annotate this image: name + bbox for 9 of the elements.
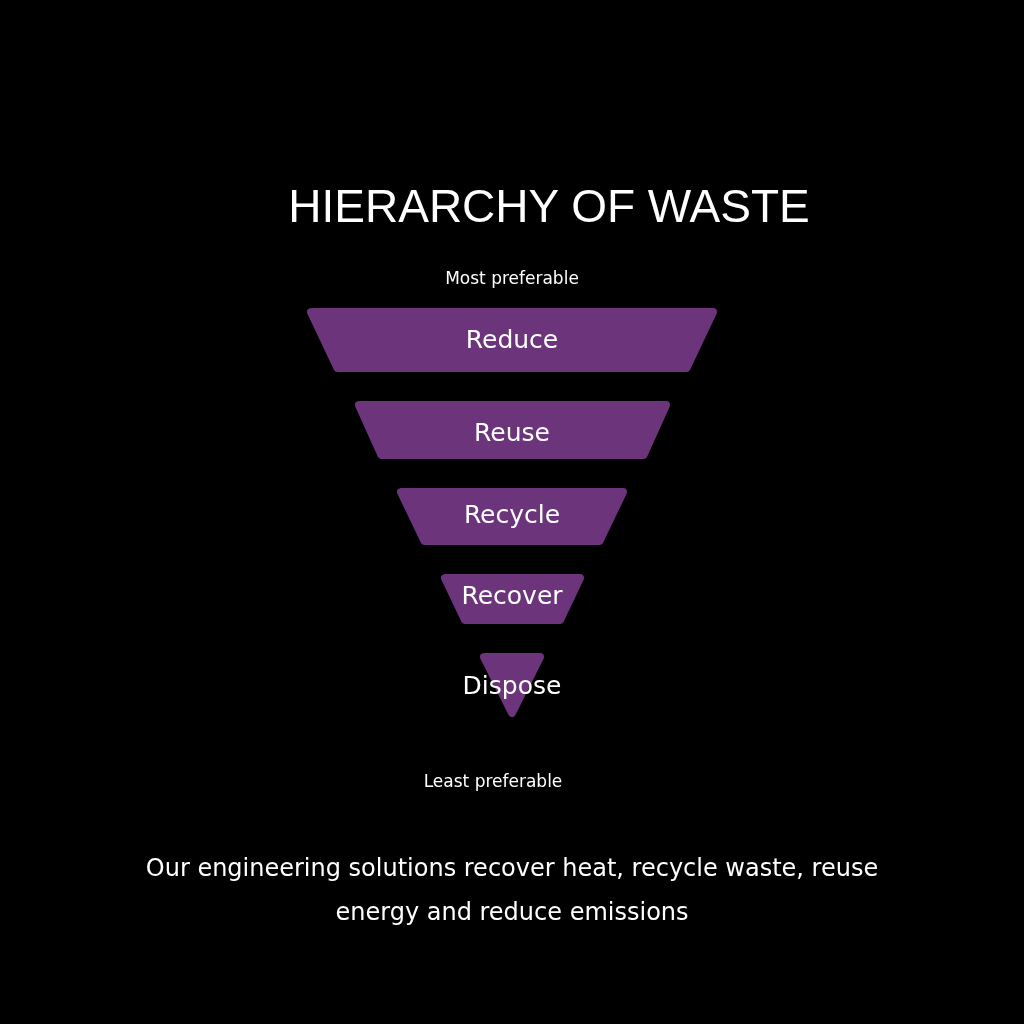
tier-label: Reduce: [465, 326, 559, 352]
tier-label: Dispose: [462, 672, 562, 698]
tier-label: Recycle: [463, 501, 561, 527]
tier-label: Reuse: [474, 419, 550, 445]
diagram-title: HIERARCHY OF WASTE: [288, 181, 810, 232]
scale-label: Most preferable: [445, 268, 579, 289]
caption-text: Our engineering solutions recover heat, recycle waste, reuse energy and reduce emissions: [144, 853, 880, 928]
tier-label: Recover: [461, 582, 563, 608]
scale-label: Least preferable: [423, 771, 563, 792]
